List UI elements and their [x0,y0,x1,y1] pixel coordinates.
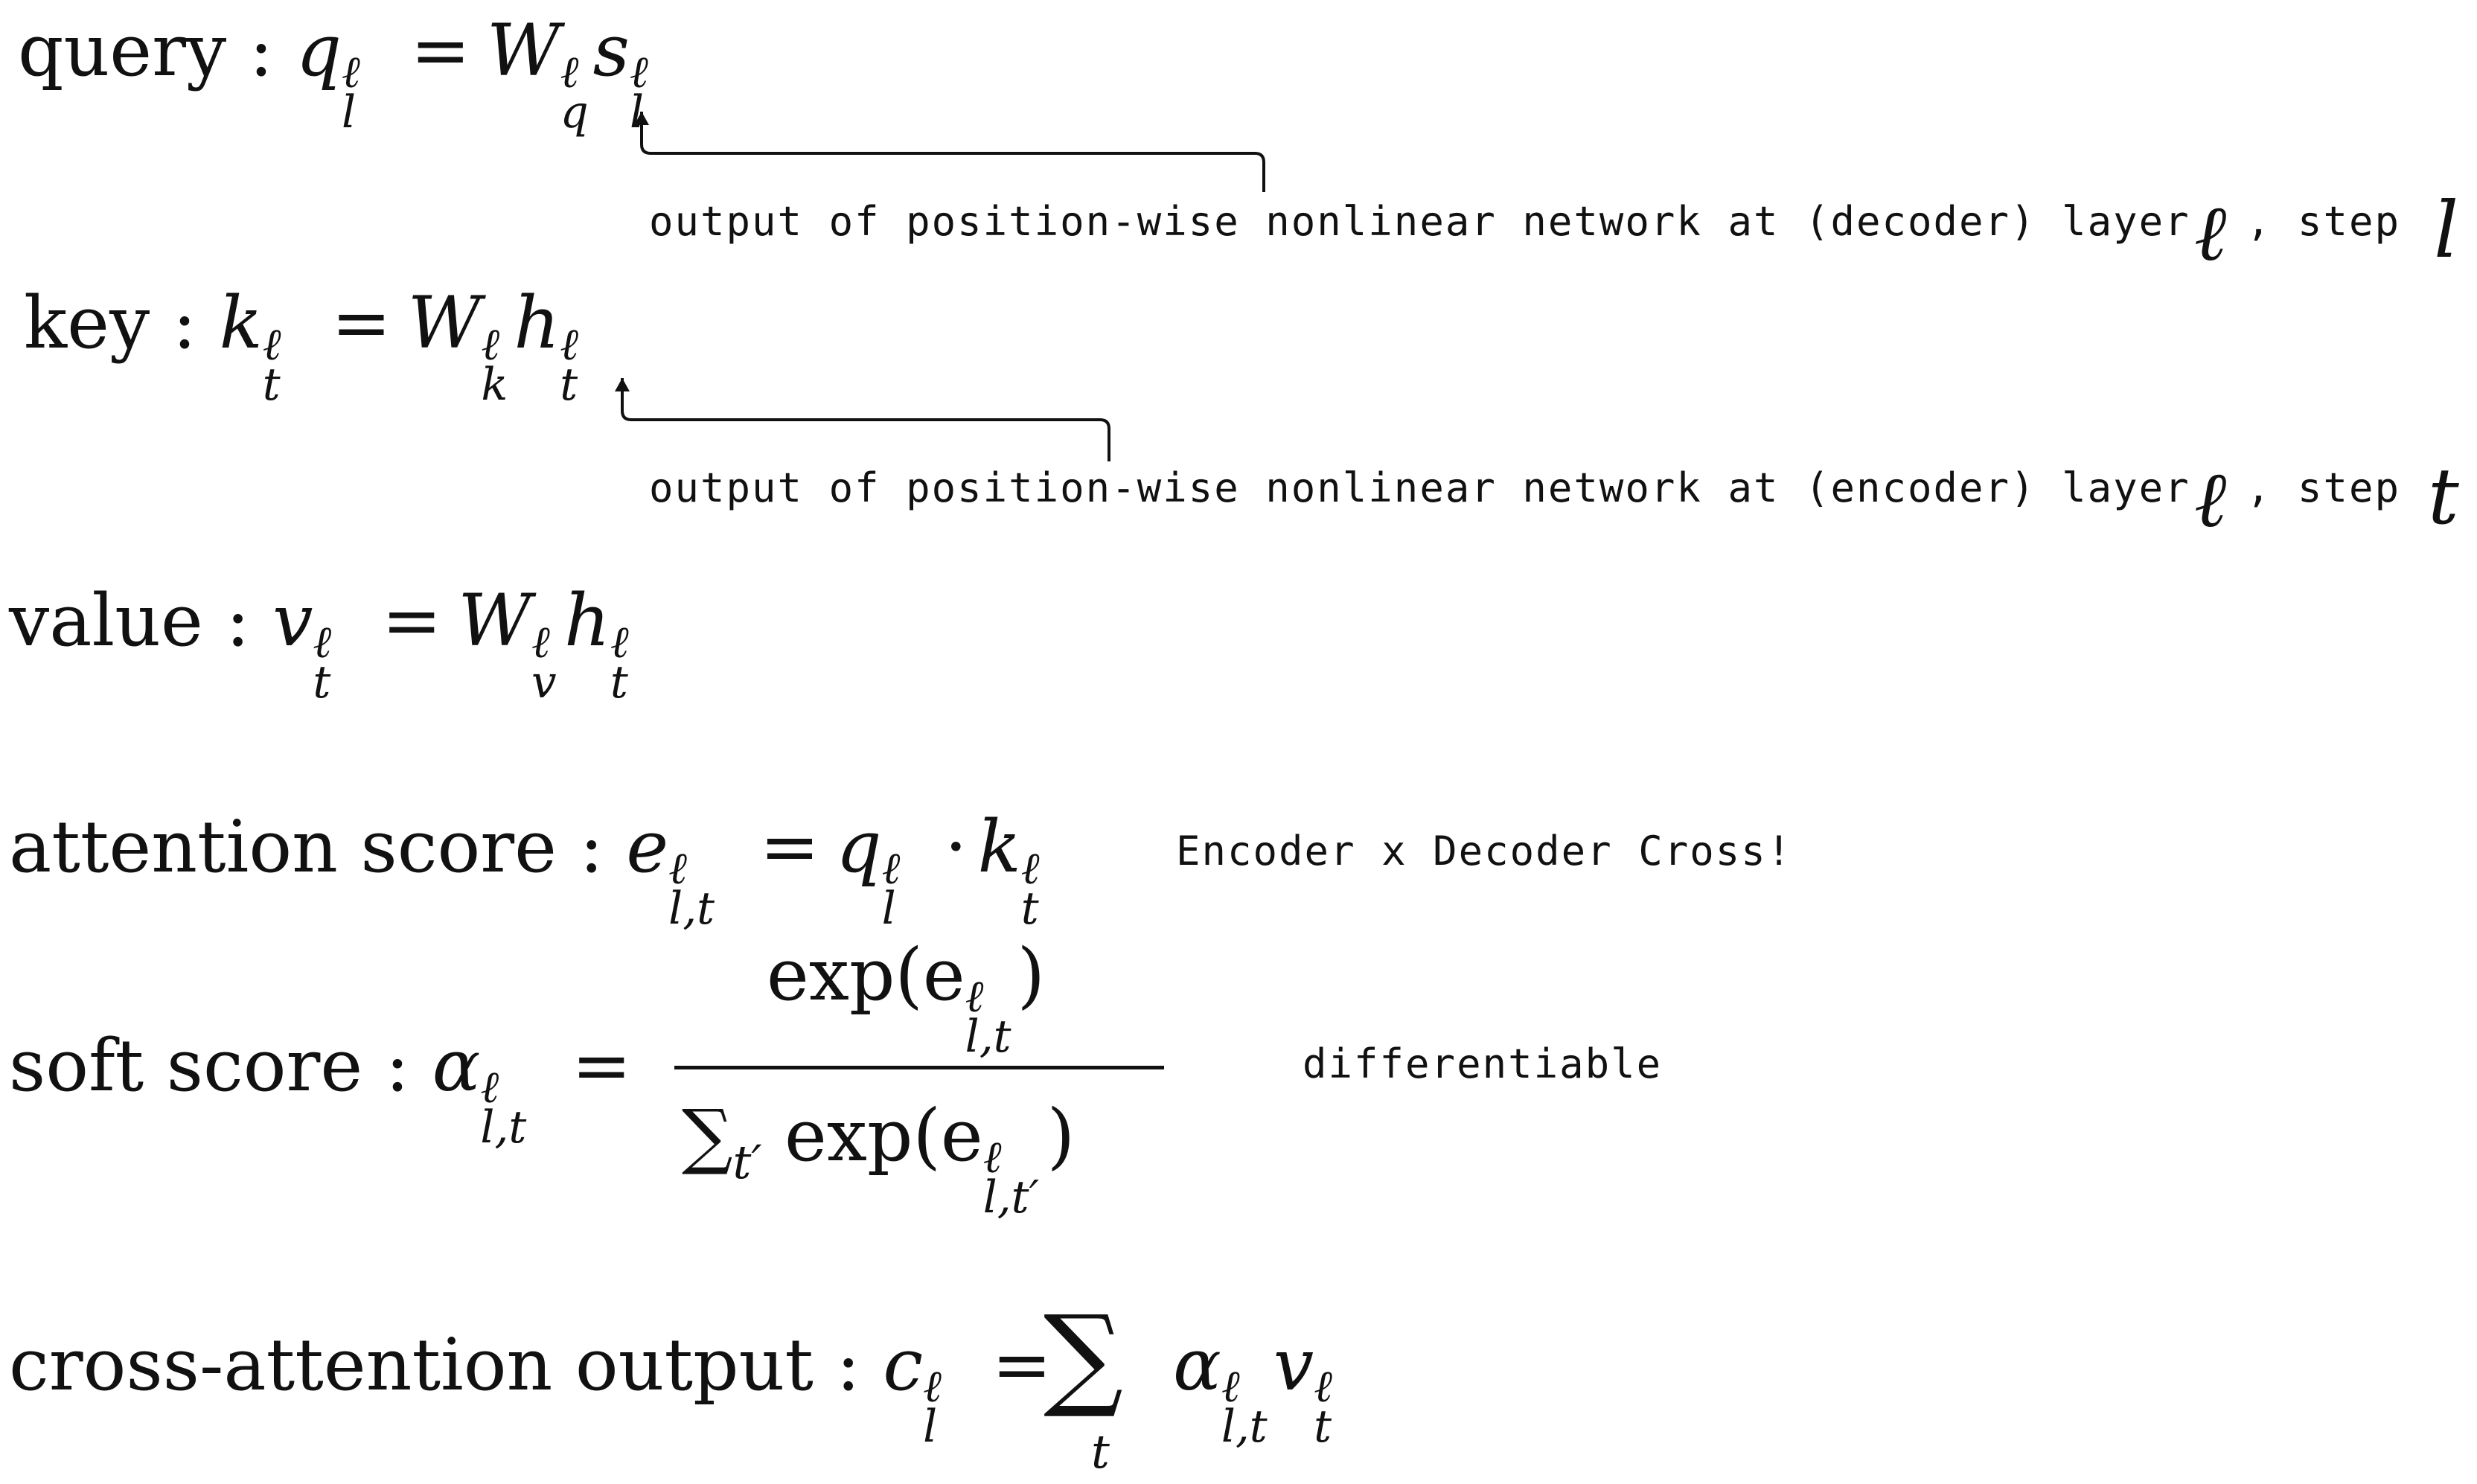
value-lhs-sub: t [313,656,331,709]
attention-lhs: e [626,805,669,889]
query-w-sub: q [560,86,589,138]
key-w-sub: k [481,359,508,411]
attention-k-sub: t [1020,883,1039,935]
value-label: value : [9,579,273,662]
key-w-sup: ℓ [481,319,500,371]
soft-eq: = [571,1024,632,1107]
encoder-step-label: , step [2246,464,2401,511]
soft-den-sup: ℓ [982,1132,1002,1184]
key-label: key : [24,281,220,365]
cross-lhs: c [883,1323,924,1407]
attention-q: q [836,805,882,889]
key-w: W [407,281,482,365]
cross-alpha-sup: ℓ [1221,1361,1240,1413]
query-lhs: q [295,9,342,92]
cross-lhs-sub: l [923,1401,938,1453]
diff-note: differentiable [1303,1040,1663,1087]
soft-lhs-sub: l,t [480,1101,527,1154]
cross-alpha-sub: l,t [1221,1401,1268,1453]
decoder-ell: ℓ [2194,188,2227,278]
query-s-sup: ℓ [629,47,648,99]
cross-v-sup: ℓ [1314,1361,1332,1413]
query-lhs-sup: ℓ [342,47,360,99]
query-lhs-sub: l [342,86,357,138]
cross-sum: ∑ [1043,1292,1124,1421]
soft-num-sub: l,t [965,1011,1011,1063]
key-h: h [514,281,560,365]
value-w: W [458,579,532,662]
key-lhs-sup: ℓ [262,319,281,371]
key-h-sub: t [560,359,578,411]
attention-k-sup: ℓ [1020,843,1040,895]
soft-den-sum: ∑ [682,1094,733,1177]
value-eq: = [381,579,442,662]
decoder-annotation-text: output of position-wise nonlinear networ… [649,198,2190,245]
attention-k: k [977,805,1021,889]
soft-num-rparen: ) [1017,933,1046,1017]
cross-lhs-sup: ℓ [923,1361,942,1413]
encoder-step-symbol: t [2428,451,2459,542]
value-h-sup: ℓ [610,617,629,669]
key-eq: = [331,281,391,365]
cross-label: cross-attention output : [9,1323,883,1407]
value-lhs: v [272,579,313,662]
value-lhs-sup: ℓ [313,617,332,669]
soft-lhs: α [432,1024,481,1107]
value-h: h [564,579,610,662]
decoder-step-symbol: l [2434,185,2459,275]
query-s: s [592,9,630,92]
soft-den-sum-sub: t′ [732,1135,762,1189]
query-eq: = [410,9,470,92]
key-lhs-sub: t [262,359,281,411]
cross-sum-sub: t [1091,1424,1110,1479]
soft-num-exp: exp(e [767,933,965,1017]
value-h-sub: t [610,656,628,709]
value-w-sub: v [531,656,557,709]
soft-lhs-sup: ℓ [480,1062,499,1114]
attention-eq: = [759,805,820,889]
encoder-annotation-text: output of position-wise nonlinear networ… [649,464,2190,511]
attention-label: attention score : [9,805,627,889]
cross-eq: = [991,1323,1052,1407]
soft-den-exp: exp(e [784,1094,983,1177]
attention-q-sup: ℓ [881,843,901,895]
encoder-annotation: output of position-wise nonlinear networ… [649,464,2190,511]
decoder-annotation: output of position-wise nonlinear networ… [649,198,2190,245]
encoder-ell: ℓ [2194,454,2227,545]
key-lhs: k [219,281,263,365]
decoder-step-label: , step [2246,198,2401,245]
soft-den-rparen: ) [1046,1094,1076,1177]
soft-fraction-bar [674,1066,1164,1069]
attention-lhs-sup: ℓ [668,843,687,895]
cross-alpha: α [1173,1323,1221,1407]
soft-label: soft score : [9,1024,432,1107]
query-label: query : [18,9,296,92]
attention-lhs-sub: l,t [668,883,715,935]
soft-den-sub: l,t′ [982,1171,1040,1224]
soft-num-sup: ℓ [965,971,984,1023]
query-w-sup: ℓ [560,47,579,99]
query-w: W [487,9,560,92]
key-h-sup: ℓ [560,319,579,371]
value-w-sup: ℓ [531,617,550,669]
attention-dot: · [945,805,968,889]
cross-note: Encoder x Decoder Cross! [1176,828,1793,874]
attention-q-sub: l [881,883,896,935]
cross-v: v [1273,1323,1314,1407]
cross-v-sub: t [1314,1401,1332,1453]
